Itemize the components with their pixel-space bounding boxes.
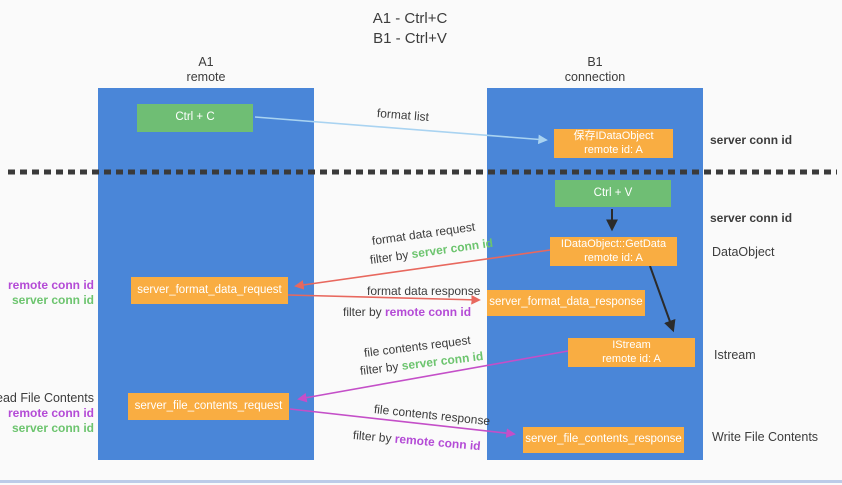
- ctrl-v-label: Ctrl + V: [593, 186, 633, 199]
- left-conn-id-labels-top: remote conn id server conn id: [8, 278, 94, 308]
- title-line-2: B1 - Ctrl+V: [373, 30, 447, 47]
- dataobject-label: DataObject: [712, 245, 775, 259]
- server-format-data-request-box: server_format_data_request: [131, 277, 288, 304]
- lane-a1-header: A1 remote: [98, 55, 314, 85]
- save-idataobject-line2: remote id: A: [584, 143, 643, 156]
- server-conn-id-label-mid: server conn id: [710, 211, 793, 225]
- page-title: A1 - Ctrl+C B1 - Ctrl+V: [310, 9, 510, 49]
- filter-by-prefix: filter by: [369, 247, 413, 267]
- istream-line2: remote id: A: [602, 352, 661, 365]
- remote-conn-id-key: remote conn id: [394, 431, 482, 454]
- lane-b1-name: B1: [587, 55, 603, 69]
- bottom-border-line: [0, 480, 842, 483]
- title-line-1: A1 - Ctrl+C: [372, 10, 448, 27]
- server-format-data-response-box: server_format_data_response: [487, 290, 645, 316]
- idataobject-getdata-box: IDataObject::GetData remote id: A: [550, 237, 677, 266]
- server-format-data-response-label: server_format_data_response: [489, 296, 643, 309]
- remote-conn-id-label-top: remote conn id: [7, 278, 94, 292]
- idataobject-getdata-line1: IDataObject::GetData: [560, 238, 667, 250]
- filter-by-prefix: filter by: [343, 305, 386, 319]
- istream-box: IStream remote id: A: [568, 338, 695, 367]
- read-file-contents-label: Read File Contents: [0, 391, 94, 405]
- format-list-label: format list: [376, 106, 430, 125]
- format-data-response-filter-label: filter by remote conn id: [343, 305, 471, 319]
- save-idataobject-line1: 保存IDataObject: [573, 130, 654, 142]
- server-format-data-request-label: server_format_data_request: [137, 283, 282, 296]
- lane-a1-name: A1: [198, 55, 214, 69]
- ctrl-c-label: Ctrl + C: [175, 111, 215, 124]
- server-conn-id-label-left-bottom: server conn id: [11, 421, 94, 435]
- left-conn-id-labels-bottom: Read File Contents remote conn id server…: [0, 391, 94, 436]
- server-file-contents-request-box: server_file_contents_request: [128, 393, 289, 420]
- filter-by-prefix: filter by: [359, 358, 403, 378]
- server-conn-id-label-top: server conn id: [710, 133, 793, 147]
- server-file-contents-response-label: server_file_contents_response: [525, 433, 682, 446]
- idataobject-getdata-line2: remote id: A: [584, 251, 643, 264]
- lane-b1-header: B1 connection: [487, 55, 703, 85]
- lane-a1-role: remote: [186, 70, 226, 84]
- save-idataobject-box: 保存IDataObject remote id: A: [554, 129, 673, 158]
- ctrl-c-box: Ctrl + C: [137, 104, 253, 132]
- istream-line1: IStream: [612, 339, 651, 351]
- server-file-contents-response-box: server_file_contents_response: [523, 427, 684, 453]
- server-file-contents-request-label: server_file_contents_request: [134, 399, 283, 412]
- format-data-response-label: format data response: [367, 284, 481, 298]
- file-contents-response-label: file contents response: [373, 402, 491, 429]
- istream-side-label: Istream: [714, 348, 756, 362]
- remote-conn-id-label-bottom: remote conn id: [7, 406, 94, 420]
- filter-by-prefix: filter by: [352, 428, 396, 446]
- remote-conn-id-key: remote conn id: [385, 305, 472, 319]
- ctrl-v-box: Ctrl + V: [555, 180, 671, 207]
- file-contents-response-filter-label: filter by remote conn id: [352, 428, 481, 453]
- lane-b1-role: connection: [564, 70, 626, 84]
- server-conn-id-label-left-top: server conn id: [11, 293, 94, 307]
- write-file-contents-label: Write File Contents: [712, 430, 819, 444]
